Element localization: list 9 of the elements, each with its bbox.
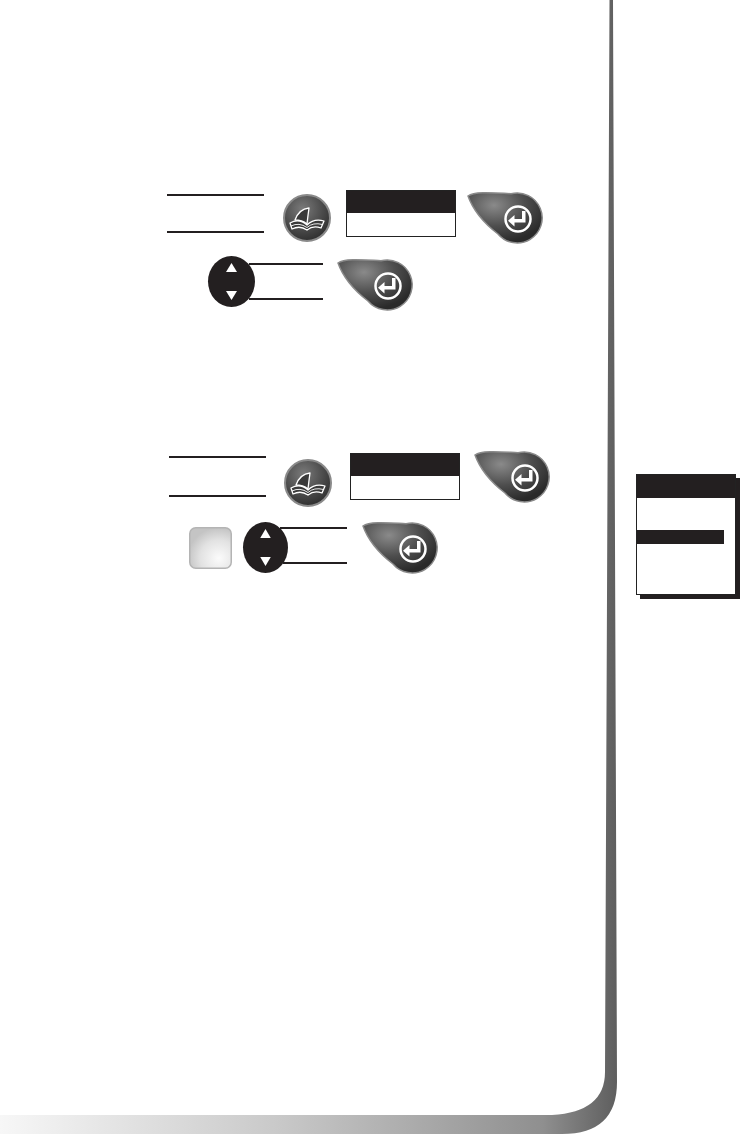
- menu-window: [350, 453, 460, 500]
- book-icon: [282, 194, 332, 242]
- enter-icon: [360, 522, 438, 574]
- menu-window: [346, 190, 456, 237]
- enter-icon: [472, 451, 550, 503]
- blank-key-icon: [189, 527, 232, 569]
- enter-icon: [335, 259, 413, 311]
- book-icon: [283, 459, 333, 507]
- enter-icon: [465, 192, 543, 244]
